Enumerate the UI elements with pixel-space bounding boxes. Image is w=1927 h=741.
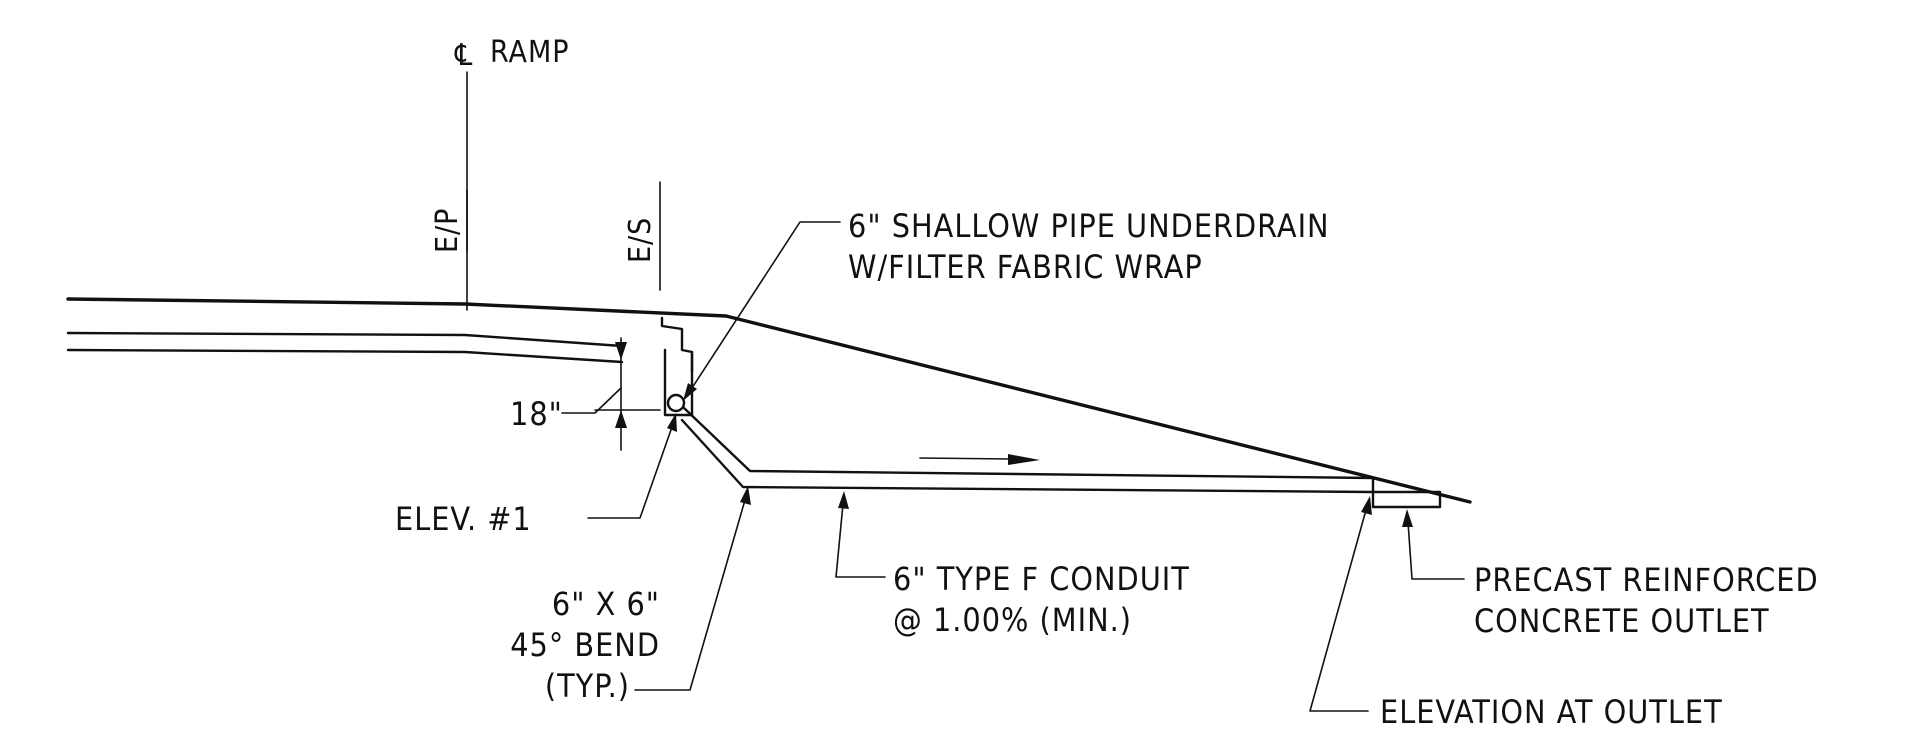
flow-direction-arrowhead bbox=[1008, 454, 1040, 465]
edge-of-shoulder-label: E/S bbox=[623, 217, 658, 263]
outlet-structure bbox=[1371, 476, 1442, 509]
underdrain-label-line1: 6" SHALLOW PIPE UNDERDRAIN bbox=[848, 207, 1330, 245]
outlet-label-line2: CONCRETE OUTLET bbox=[1474, 602, 1770, 640]
outlet-elevation-leader-arrowhead bbox=[1361, 496, 1372, 515]
outlet-elevation-label: ELEVATION AT OUTLET bbox=[1380, 693, 1723, 731]
elev1-leader-arrowhead bbox=[667, 413, 677, 432]
flow-direction-arrow-line bbox=[919, 457, 1013, 460]
depth-arrow-bottom bbox=[615, 410, 627, 428]
bend-label-line2: 45° BEND bbox=[510, 626, 660, 664]
pavement-section bbox=[66, 297, 1472, 504]
conduit-leader-arrowhead bbox=[838, 491, 849, 509]
embankment-slope-line bbox=[724, 314, 1472, 504]
pavement-base-line bbox=[66, 331, 624, 348]
underdrain-pipe bbox=[666, 393, 686, 413]
conduit-bottom-line bbox=[680, 418, 1375, 494]
centerline-symbol: ℄ bbox=[454, 38, 473, 73]
outlet-leader-arrowhead bbox=[1402, 509, 1413, 527]
bend-leader bbox=[634, 499, 746, 691]
centerline-label: RAMP bbox=[490, 35, 570, 70]
bend-label-line3: (TYP.) bbox=[545, 667, 630, 705]
finished-grade-line bbox=[66, 297, 728, 318]
depth-leader bbox=[561, 387, 622, 414]
conduit-label-line1: 6" TYPE F CONDUIT bbox=[893, 560, 1190, 598]
conduit-run bbox=[680, 406, 1442, 509]
elev1-leader bbox=[587, 426, 673, 519]
outlet-leader bbox=[1407, 521, 1465, 580]
conduit-leader bbox=[835, 503, 886, 578]
depth-arrow-top bbox=[615, 342, 627, 360]
bend-leader-arrowhead bbox=[740, 486, 751, 505]
outlet-label-line1: PRECAST REINFORCED bbox=[1474, 561, 1819, 599]
conduit-label-line2: @ 1.00% (MIN.) bbox=[893, 601, 1132, 639]
elev1-label: ELEV. #1 bbox=[395, 500, 532, 538]
subbase-line bbox=[66, 348, 624, 364]
depth-label: 18" bbox=[510, 395, 563, 433]
underdrain-callout: 6" SHALLOW PIPE UNDERDRAIN W/FILTER FABR… bbox=[683, 207, 1330, 401]
outlet-callout: PRECAST REINFORCED CONCRETE OUTLET bbox=[1402, 509, 1819, 640]
outlet-elevation-leader bbox=[1309, 509, 1369, 712]
conduit-callout: 6" TYPE F CONDUIT @ 1.00% (MIN.) bbox=[835, 491, 1190, 639]
depth-dimension: 18" bbox=[510, 337, 661, 451]
curb-edge-detail bbox=[660, 316, 694, 374]
underdrain-leader-arrowhead bbox=[683, 383, 697, 401]
elev1-callout: ELEV. #1 bbox=[395, 413, 677, 538]
underdrain-leader bbox=[691, 221, 841, 389]
edge-of-pavement-label: E/P bbox=[430, 208, 465, 253]
underdrain-label-line2: W/FILTER FABRIC WRAP bbox=[848, 248, 1203, 286]
underdrain-trench bbox=[663, 348, 694, 417]
bend-label-line1: 6" X 6" bbox=[552, 585, 660, 623]
outlet-elevation-callout: ELEVATION AT OUTLET bbox=[1309, 496, 1723, 731]
conduit-top-line bbox=[682, 406, 1375, 480]
reference-lines: ℄ RAMP E/P E/S bbox=[430, 35, 661, 311]
bend-callout: 6" X 6" 45° BEND (TYP.) bbox=[510, 486, 751, 705]
